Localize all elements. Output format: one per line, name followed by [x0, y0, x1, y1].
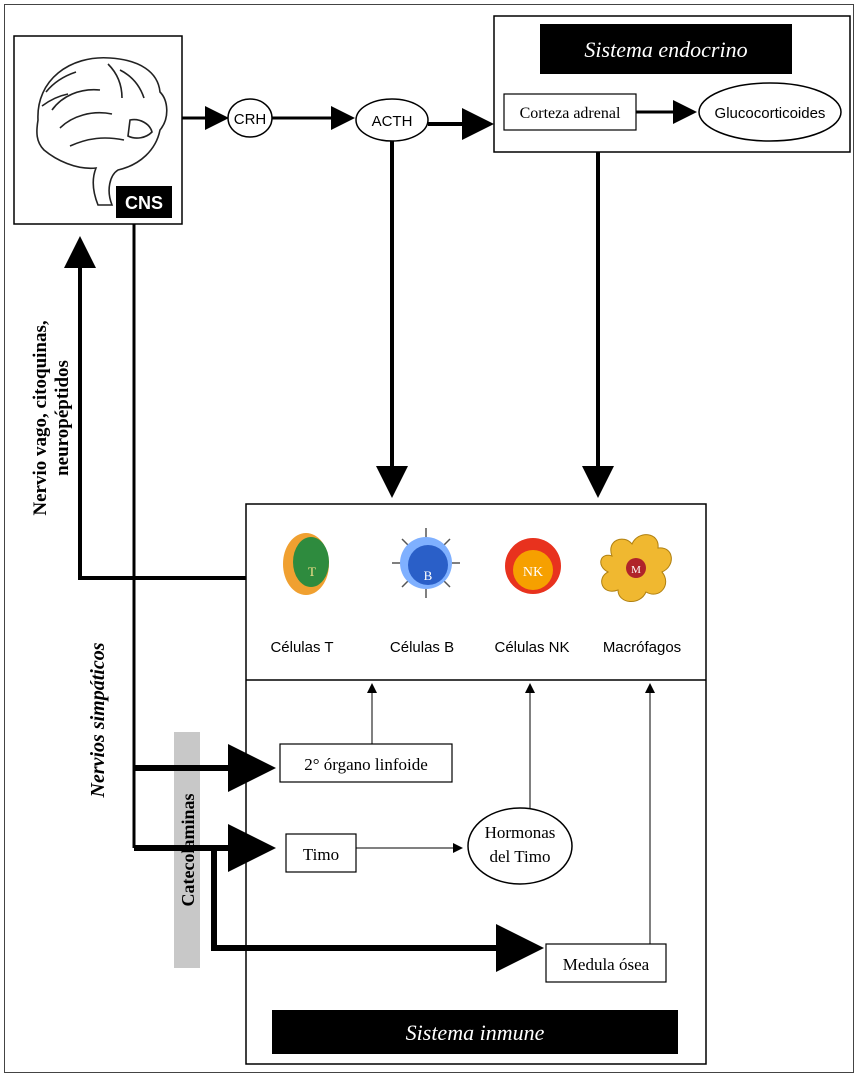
thymus-label: Timo	[303, 845, 339, 864]
sympathetic-nerves-label: Nervios simpáticos	[87, 642, 109, 798]
nk-cell-icon: NK	[505, 538, 561, 594]
t-cell-letter: T	[308, 564, 316, 579]
crh-node: CRH	[182, 98, 355, 138]
feedback-label-line1: Nervio vago, citoquinas,	[30, 320, 51, 516]
immune-title: Sistema inmune	[406, 1020, 545, 1045]
macrophages-label: Macrófagos	[603, 639, 681, 656]
catecholamine-pathways	[134, 732, 544, 972]
macrophage-icon: M	[600, 534, 672, 602]
cns-box: CNS	[13, 35, 183, 225]
secondary-lymphoid-label: 2° órgano linfoide	[304, 755, 428, 774]
t-cells-label: Células T	[270, 639, 333, 656]
b-cells-label: Células B	[390, 639, 454, 656]
macrophage-letter: M	[631, 564, 641, 576]
nk-cells-label: Células NK	[494, 639, 569, 656]
bone-marrow-label: Medula ósea	[563, 955, 650, 974]
crh-label: CRH	[234, 111, 267, 128]
feedback-label-line2: neuropéptidos	[52, 360, 73, 476]
cns-label: CNS	[125, 193, 163, 213]
diagram-frame	[4, 4, 854, 1073]
t-cell-icon: T	[283, 533, 329, 595]
endocrine-system-box: Sistema endocrino Corteza adrenal Glucoc…	[493, 15, 851, 498]
acth-label: ACTH	[372, 113, 413, 130]
endocrine-title: Sistema endocrino	[584, 37, 747, 62]
feedback-arrow	[64, 236, 246, 580]
thymus-hormones-line2: del Timo	[490, 847, 551, 866]
glucocorticoids-label: Glucocorticoides	[715, 105, 826, 122]
acth-node: ACTH	[355, 98, 494, 498]
thymus-hormones-line1: Hormonas	[485, 823, 556, 842]
adrenal-cortex-label: Corteza adrenal	[520, 105, 621, 122]
brain-icon	[36, 57, 168, 206]
b-cell-letter: B	[424, 568, 433, 583]
nk-cell-letter: NK	[523, 565, 543, 580]
immune-system-box: T Células T B Células B NK Células NK	[245, 503, 707, 1065]
catecholamines-label: Catecolaminas	[178, 794, 198, 907]
b-cell-icon: B	[392, 528, 460, 598]
